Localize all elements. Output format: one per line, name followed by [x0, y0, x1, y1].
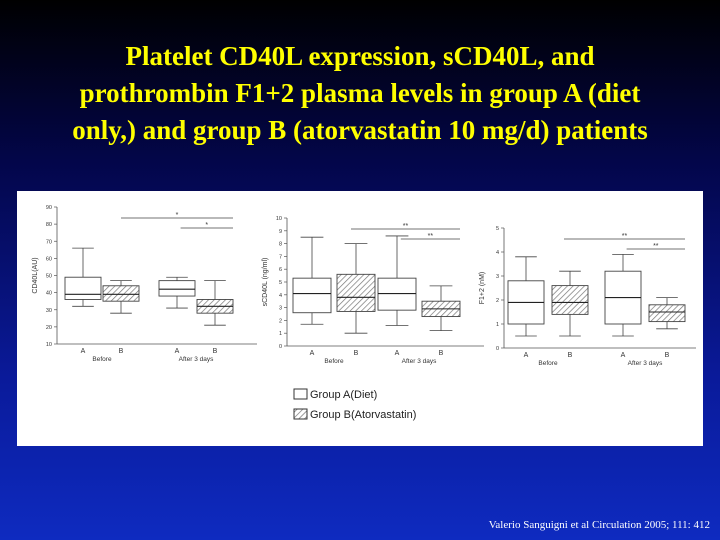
boxplot-panel-3: 0 1 2 3 4 5F1+2 (nM) A B A B Before After 3 days ** *…	[479, 226, 696, 367]
y-tick-label: 2	[279, 318, 282, 324]
significance-marker: *	[205, 222, 208, 229]
y-tick-label: 6	[279, 267, 282, 273]
significance-marker: *	[176, 212, 179, 219]
group-label: After 3 days	[402, 358, 437, 365]
box-label: A	[310, 350, 315, 357]
box-a	[64, 276, 102, 300]
slide-title: Platelet CD40L expression, sCD40L, and p…	[0, 38, 720, 149]
box-label: A	[81, 348, 86, 355]
significance-marker: **	[428, 233, 434, 240]
citation: Valerio Sanguigni et al Circulation 2005…	[488, 519, 710, 531]
y-tick-label: 3	[279, 306, 282, 312]
box-a	[158, 280, 196, 297]
legend-label-group-b: Group B(Atorvastatin)	[310, 409, 416, 421]
box-label: B	[354, 350, 359, 357]
y-tick-label: 1	[279, 331, 282, 337]
title-line: Platelet CD40L expression, sCD40L, and	[125, 41, 595, 71]
title-line: prothrombin F1+2 plasma levels in group …	[79, 78, 641, 108]
y-tick-label: 10	[46, 342, 52, 348]
y-tick-label: 70	[46, 239, 52, 245]
group-label: Before	[92, 356, 112, 363]
y-tick-label: 2	[496, 298, 499, 304]
box-label: A	[621, 352, 626, 359]
box-label: B	[119, 348, 124, 355]
y-tick-label: 90	[46, 205, 52, 211]
y-tick-label: 4	[279, 293, 282, 299]
legend: Group A(Diet) Group B(Atorvastatin)	[293, 388, 416, 421]
box-label: B	[213, 348, 218, 355]
group-label: After 3 days	[179, 356, 214, 363]
y-tick-label: 7	[279, 254, 282, 260]
y-tick-label: 30	[46, 308, 52, 314]
y-tick-label: 4	[496, 250, 499, 256]
box-label: B	[665, 352, 670, 359]
y-tick-label: 10	[276, 216, 282, 222]
group-label: Before	[538, 360, 558, 367]
box-label: A	[395, 350, 400, 357]
y-tick-label: 5	[279, 280, 282, 286]
legend-swatch-group-a	[293, 388, 308, 400]
box-b	[648, 304, 686, 323]
y-tick-label: 0	[279, 344, 282, 350]
box-a	[292, 277, 332, 314]
y-axis-label: CD40L(AU)	[32, 257, 39, 293]
boxplot-panel-2: 0 1 2 3 4 5 6 7 8 9 10 sCD40L (ng/ml) A B A B Before Afte…	[262, 216, 484, 365]
y-axis-label: sCD40L (ng/ml)	[262, 258, 269, 307]
significance-marker: **	[622, 233, 628, 240]
y-tick-label: 0	[496, 346, 499, 352]
box-label: B	[439, 350, 444, 357]
box-label: A	[524, 352, 529, 359]
y-tick-label: 50	[46, 274, 52, 280]
y-tick-label: 3	[496, 274, 499, 280]
y-tick-label: 8	[279, 242, 282, 248]
box-b	[102, 285, 140, 302]
y-tick-label: 60	[46, 256, 52, 262]
box-b	[336, 273, 376, 312]
box-b	[551, 285, 589, 315]
legend-swatch-group-b	[293, 408, 308, 420]
legend-label-group-a: Group A(Diet)	[310, 389, 377, 401]
y-tick-label: 80	[46, 222, 52, 228]
y-axis-label: F1+2 (nM)	[479, 272, 486, 304]
y-tick-label: 9	[279, 229, 282, 235]
group-label: Before	[324, 358, 344, 365]
box-a	[377, 277, 417, 311]
group-label: After 3 days	[628, 360, 663, 367]
y-tick-label: 20	[46, 325, 52, 331]
box-label: B	[568, 352, 573, 359]
significance-marker: **	[403, 223, 409, 230]
significance-marker: **	[653, 243, 659, 250]
y-tick-label: 1	[496, 322, 499, 328]
y-tick-label: 5	[496, 226, 499, 232]
box-label: A	[175, 348, 180, 355]
y-tick-label: 40	[46, 291, 52, 297]
title-line: only,) and group B (atorvastatin 10 mg/d…	[72, 115, 648, 145]
